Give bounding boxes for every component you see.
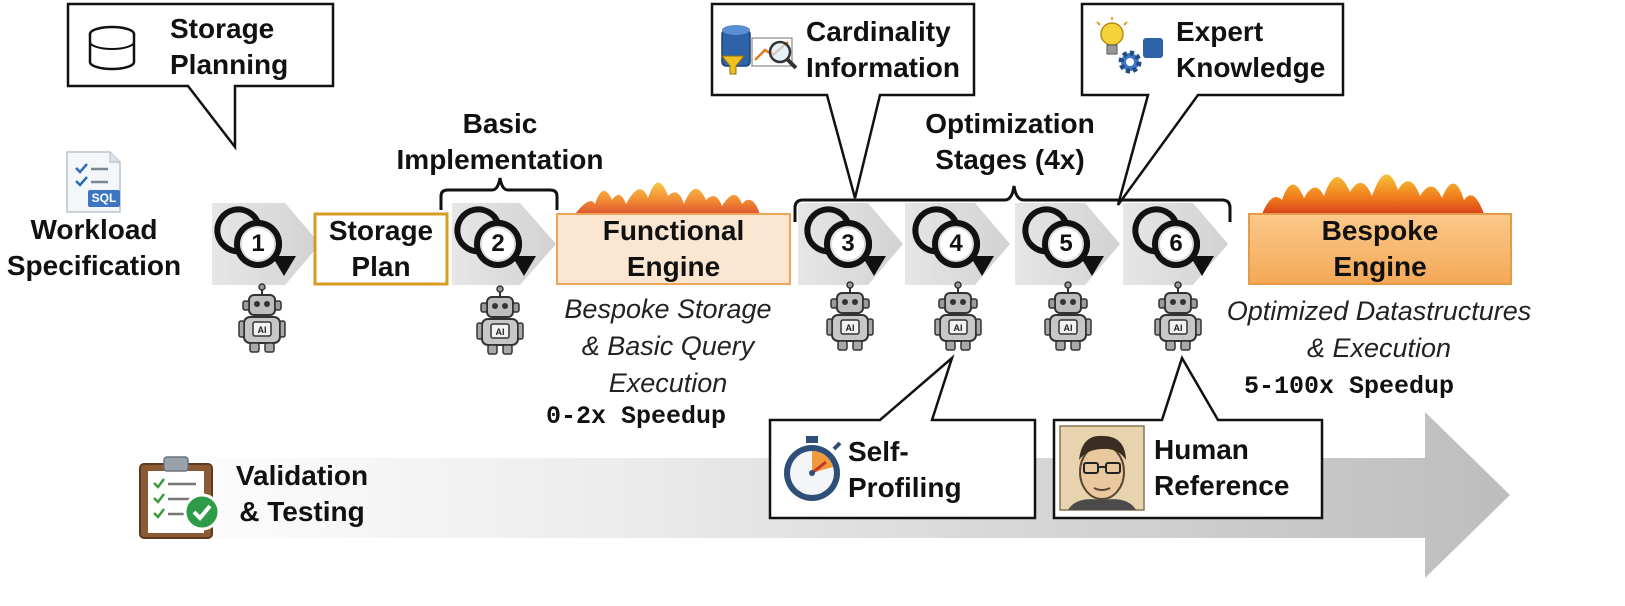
bespoke-description: Optimized Datastructures& Execution bbox=[1226, 296, 1532, 363]
step-number: 4 bbox=[949, 230, 963, 257]
robot-icon bbox=[1154, 281, 1202, 351]
robot-ai-label: AI bbox=[1063, 323, 1073, 333]
stopwatch-icon bbox=[784, 436, 842, 501]
robot-icon bbox=[1044, 281, 1092, 351]
functional-speedup: 0-2x Speedup bbox=[546, 402, 727, 431]
clipboard-check-icon bbox=[139, 456, 221, 539]
step-number: 2 bbox=[491, 230, 505, 257]
chart-magnifier-icon bbox=[720, 25, 798, 75]
database-icon bbox=[88, 25, 136, 71]
step-number: 1 bbox=[251, 230, 265, 257]
robot-ai-label: AI bbox=[1173, 323, 1183, 333]
fire-icon bbox=[1262, 174, 1484, 214]
robot-ai-label: AI bbox=[953, 323, 963, 333]
functional-engine-box bbox=[556, 213, 791, 285]
robot-ai-label: AI bbox=[845, 323, 855, 333]
step-number: 5 bbox=[1059, 230, 1073, 257]
validation-label: Validation& Testing bbox=[235, 460, 369, 527]
robot-icon bbox=[934, 281, 982, 351]
bespoke-speedup: 5-100x Speedup bbox=[1244, 372, 1455, 401]
sql-badge: SQL bbox=[91, 191, 117, 205]
step-number: 3 bbox=[841, 230, 855, 257]
robot-ai-label: AI bbox=[257, 325, 267, 335]
fire-icon bbox=[575, 182, 760, 214]
bespoke-engine-box bbox=[1248, 213, 1512, 285]
sql-document-icon bbox=[66, 151, 121, 213]
step-number: 6 bbox=[1169, 230, 1183, 257]
storage-plan-box bbox=[313, 212, 449, 286]
basic-brace bbox=[439, 177, 559, 210]
robot-icon bbox=[476, 285, 524, 355]
optimization-brace bbox=[793, 185, 1232, 222]
robot-icon bbox=[238, 283, 286, 353]
robot-ai-label: AI bbox=[495, 327, 505, 337]
robot-icon bbox=[826, 281, 874, 351]
lightbulb-gear-icon bbox=[1096, 17, 1163, 74]
self-profiling-label: Self-Profiling bbox=[848, 436, 962, 503]
portrait-icon bbox=[1059, 425, 1145, 511]
